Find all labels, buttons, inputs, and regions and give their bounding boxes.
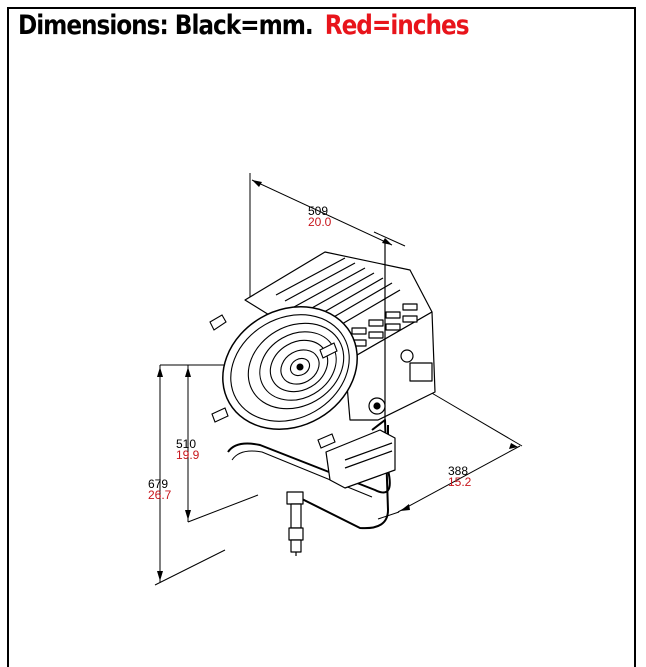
height-in-label: 19.9 xyxy=(176,448,200,462)
dimension-lines xyxy=(154,173,523,586)
yoke xyxy=(227,397,396,556)
title-black-part: Dimensions: Black=mm. xyxy=(18,10,314,41)
total-height-mm-label: 679 xyxy=(148,477,168,491)
width-mm-label: 509 xyxy=(308,204,328,218)
total-height-in-label: 26.7 xyxy=(148,488,172,502)
fresnel-lens xyxy=(209,306,358,449)
diagram-frame xyxy=(7,7,636,667)
fixture-body xyxy=(244,240,436,421)
depth-mm-label: 388 xyxy=(448,464,468,478)
title-red-part: Red=inches xyxy=(324,10,470,41)
depth-in-label: 15.2 xyxy=(448,475,472,489)
dimension-labels: 509 20.0 510 19.9 679 26.7 388 15.2 xyxy=(148,204,472,502)
height-mm-label: 510 xyxy=(176,437,196,451)
page-title: Dimensions: Black=mm. Red=inches xyxy=(18,10,470,41)
width-in-label: 20.0 xyxy=(308,215,332,229)
